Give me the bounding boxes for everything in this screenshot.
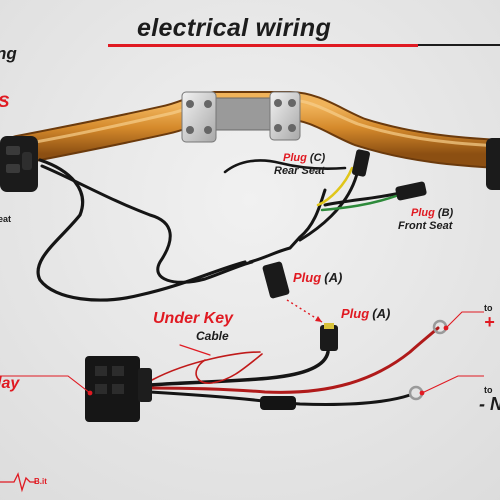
- under-key-cable: [179, 344, 263, 384]
- plug-a-lower-word: Plug: [341, 306, 370, 321]
- plug-c-connector: [352, 149, 370, 177]
- plug-c-word: Plug: [283, 152, 307, 164]
- title-cut-left: ng: [0, 44, 17, 63]
- plug-b-connector: [395, 181, 427, 201]
- plug-b-code: (B): [437, 207, 454, 219]
- plug-c-label: Plug (C): [283, 152, 325, 164]
- plug-a-upper-connector: [262, 261, 290, 299]
- battery-minus-to: to: [484, 385, 493, 395]
- plug-a-lower-label: Plug (A): [341, 306, 390, 321]
- plug-a-lower-code: (A): [372, 306, 391, 321]
- plug-b-desc: Front Seat: [398, 220, 453, 232]
- fuse-holder: [260, 396, 296, 410]
- logo-mark: [0, 472, 36, 493]
- plug-a-upper-label: Plug (A): [293, 270, 342, 285]
- colored-wires: [316, 166, 398, 212]
- leader-lines: [0, 99, 484, 394]
- left-switch: [0, 136, 38, 192]
- plug-a-upper-word: Plug: [293, 270, 322, 285]
- under-key-sub: Cable: [196, 329, 229, 343]
- battery-minus-sign: - N: [479, 394, 500, 414]
- seat-cut-label: eat: [0, 214, 12, 224]
- plug-a-link: [286, 299, 323, 323]
- battery-plus-to: to: [484, 303, 493, 313]
- logo-text: B.it: [34, 477, 47, 486]
- page-title: electrical wiring: [137, 14, 332, 42]
- handlebar-clamp: [181, 91, 301, 143]
- under-key-title: Under Key: [153, 310, 234, 327]
- leader-dots: [87, 325, 449, 396]
- plug-a-upper-code: (A): [324, 270, 343, 285]
- plug-b-label: Plug (B): [411, 207, 453, 219]
- relay-box: [85, 356, 152, 422]
- title-underline: [108, 44, 500, 47]
- relay-cut-label: lay: [0, 375, 20, 392]
- plug-c-desc: Rear Seat: [274, 165, 325, 177]
- plug-b-word: Plug: [411, 207, 435, 219]
- right-switch: [486, 138, 500, 190]
- plug-c-code: (C): [309, 152, 326, 164]
- switch-cut-label: S: [0, 92, 9, 112]
- battery-plus-sign: +: [484, 312, 495, 332]
- plug-a-lower-connector: [320, 323, 338, 351]
